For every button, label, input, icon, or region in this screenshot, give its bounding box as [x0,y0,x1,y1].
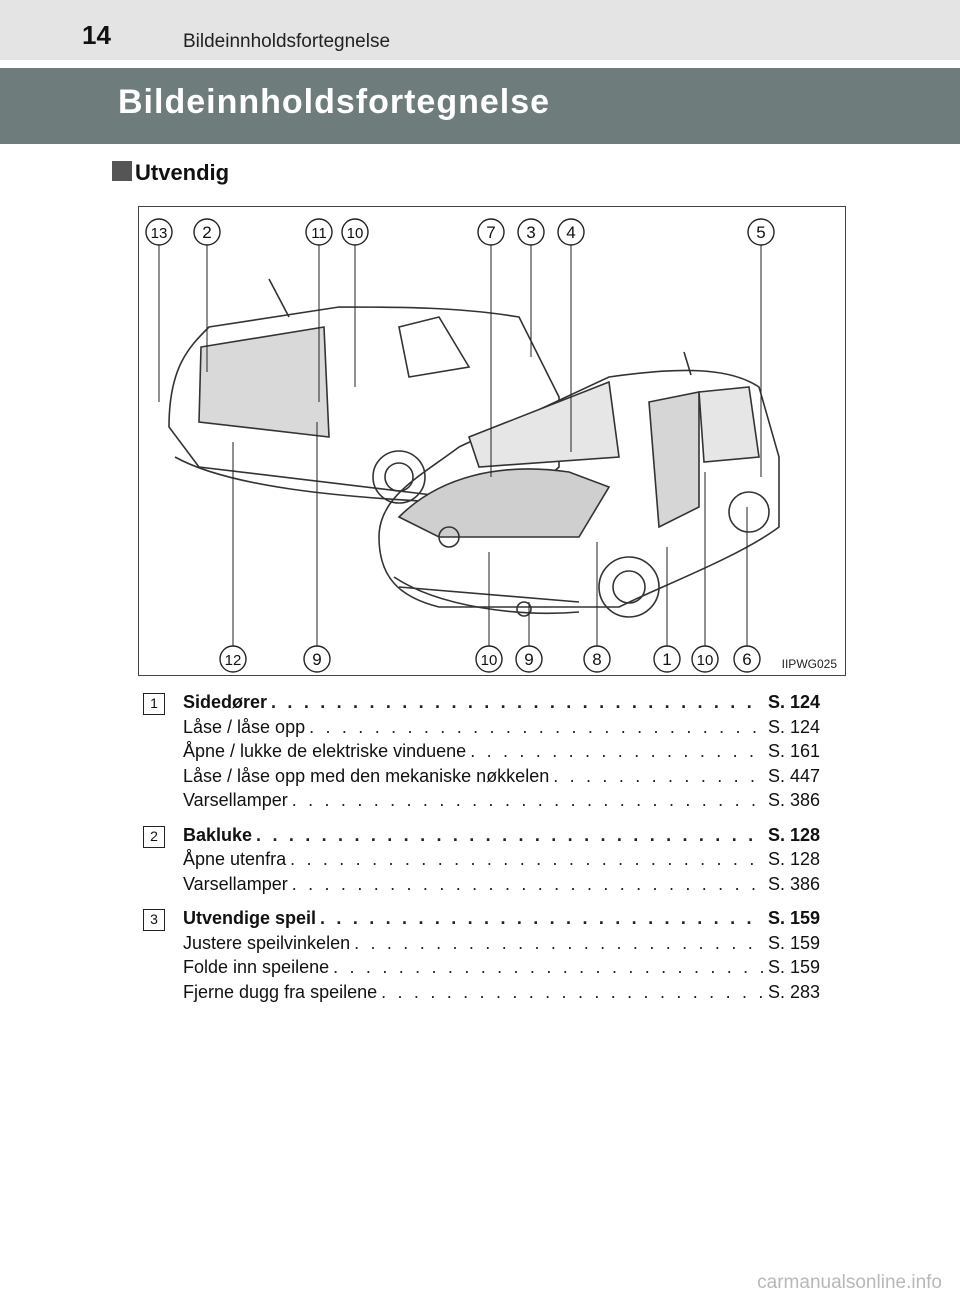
subentry-label: Åpne utenfra [183,849,287,869]
subentry-row[interactable]: Åpne utenfra S. 128 [183,847,820,872]
top-callout-circle [747,218,775,246]
page-ref: S. 159 [767,957,820,977]
subentry-row[interactable]: Justere speilvinkelen S. 159 [183,931,820,956]
entry-title-row[interactable]: Bakluke S. 128 [183,823,820,848]
page-ref: S. 159 [767,908,820,928]
bottom-callout-circle [515,645,543,673]
exterior-illustration: 13 2 11 10 7 3 4 5 12 9 10 9 8 1 10 6 IIPWG025 [138,206,846,676]
bottom-callout-circle [583,645,611,673]
top-callout-number: 13 [151,225,168,242]
bottom-callout-number: 12 [225,652,242,669]
top-callout-number: 10 [347,225,364,242]
page-ref: S. 124 [767,692,820,712]
top-callout-number: 5 [756,223,765,242]
bottom-callout-number: 9 [524,650,533,669]
subentry-row[interactable]: Åpne / lukke de elektriske vinduene S. 16… [183,739,820,764]
subentry-row[interactable]: Varsellamper S. 386 [183,872,820,897]
page-ref: S. 128 [767,824,820,845]
leader-dots [292,788,764,813]
page-ref: S. 386 [767,873,820,894]
bottom-callout-circle [653,645,681,673]
bottom-callout-circle [219,645,247,673]
list-item: 3 Utvendige speil S. 159 Justere speilvin… [140,906,820,1004]
bottom-callout-number: 10 [481,652,498,669]
leader-dots [290,847,764,872]
top-callout-circle [305,218,333,246]
subentry-row[interactable]: Varsellamper S. 386 [183,788,820,813]
top-callout-circle [557,218,585,246]
page-ref: S. 283 [767,981,820,1002]
subentry-label: Varsellamper [183,790,288,810]
item-number-badge: 1 [143,693,165,715]
entries-list: 1 SidedørerS. 124 Låse / låse oppS. 124 … [140,690,820,1014]
list-item: 1 SidedørerS. 124 Låse / låse oppS. 124 … [140,690,820,813]
bottom-callout-circle [475,645,503,673]
leader-dots [553,764,764,789]
bottom-callout-circle [691,645,719,673]
top-callout-circle [341,218,369,246]
bottom-callout-number: 8 [592,650,601,669]
leader-dots [292,872,764,897]
subentry-label: Åpne / lukke de elektriske vinduene [183,741,467,761]
subentry-label: Varsellamper [183,873,288,894]
top-callout-number: 4 [566,223,575,242]
page-number: 14 [82,20,111,50]
top-callout-number: 7 [486,223,495,242]
leader-dots [256,823,764,848]
section-heading: Utvendig [135,160,230,185]
page-ref: S. 447 [767,765,820,786]
top-callout-number: 2 [202,223,211,242]
entry-title: Utvendige speil [183,908,317,928]
page-ref: S. 386 [767,790,820,810]
subentry-label: Folde inn speilene [183,957,330,977]
leader-dots [381,980,764,1005]
title-banner [0,68,960,144]
banner-title: Bildeinnholdsfortegnelse [118,83,551,121]
top-callout-number: 11 [311,225,327,242]
subentry-label: Justere speilvinkelen [183,932,351,953]
top-callout-circle [517,218,545,246]
leader-dots [271,690,764,715]
watermark: carmanualsonline.info [757,1272,942,1293]
subentry-label: Låse / låse opp med den mekaniske nøkkel… [183,765,550,786]
leader-dots [354,931,764,956]
page-header [0,0,960,60]
entry-title-row[interactable]: Sidedører S. 124 [183,690,820,715]
subentry-row[interactable]: Låse / låse opp med den mekaniske nøkkel… [183,764,820,789]
subentry-label: Fjerne dugg fra speilene [183,981,378,1002]
leader-dots [320,906,764,931]
bottom-callout-number: 1 [662,650,671,669]
bottom-callout-circle [733,645,761,673]
entry-title: Sidedører [183,692,268,712]
page-ref: S. 161 [767,741,820,761]
bottom-callout-number: 10 [697,652,714,669]
page-ref: S. 159 [767,932,820,953]
bottom-callout-number: 9 [312,650,321,669]
bottom-callout-circle [303,645,331,673]
section-square-icon [112,161,132,181]
top-callout-circle [193,218,221,246]
item-number-badge: 3 [143,909,165,931]
leader-dots [309,715,764,740]
subentry-row[interactable]: Fjerne dugg fra speilene S. 283 [183,980,820,1005]
top-callout-circle [477,218,505,246]
entry-title: Bakluke [183,824,253,845]
running-header-title: Bildeinnholdsfortegnelse [183,31,391,52]
top-callout-circle [145,218,173,246]
list-item: 2 Bakluke S. 128 Åpne utenfra S. 128 Varse… [140,823,820,897]
leader-dots [333,955,764,980]
subentry-label: Låse / låse opp [183,716,306,737]
item-number-badge: 2 [143,825,165,848]
entry-title-row[interactable]: Utvendige speil S. 159 [183,906,820,931]
subentry-row[interactable]: Folde inn speilene S. 159 [183,955,820,980]
page-ref: S. 128 [767,849,820,869]
page-ref: S. 124 [767,716,820,737]
subentry-row[interactable]: Låse / låse opp S. 124 [183,715,820,740]
top-callout-number: 3 [526,223,535,242]
figure-code: IIPWG025 [781,657,837,671]
car-drawing: 13 2 11 10 7 3 4 5 12 9 10 9 8 1 10 6 [145,218,780,673]
bottom-callout-number: 6 [742,650,751,669]
leader-dots [470,739,764,764]
